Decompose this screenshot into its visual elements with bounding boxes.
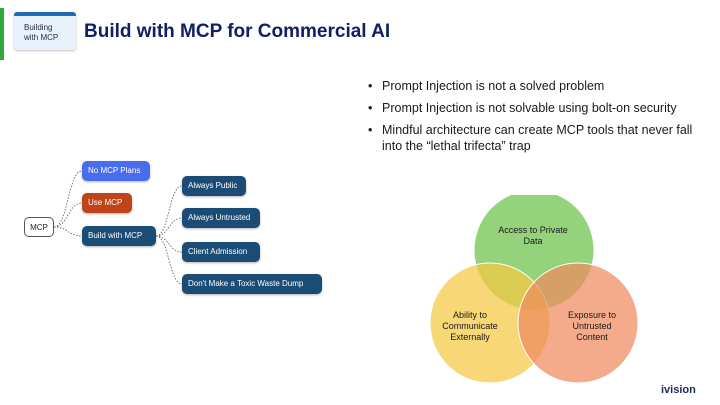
badge-text: Building with MCP (24, 23, 70, 42)
venn-right-line-2: Untrusted (572, 321, 612, 331)
accent-bar (0, 8, 4, 60)
venn-top-line-2: Data (523, 236, 543, 246)
node-build-with-mcp: Build with MCP (82, 226, 156, 246)
bullet-list: Prompt Injection is not a solved problem… (366, 78, 696, 160)
connector-build-client-admission (155, 235, 183, 253)
slide-title: Build with MCP for Commercial AI (84, 21, 391, 42)
venn-label-communicate: Ability to Communicate Externally (430, 310, 510, 343)
node-toxic-waste-dump: Don't Make a Toxic Waste Dump (182, 274, 322, 294)
building-with-mcp-badge: Building with MCP (14, 12, 76, 50)
node-no-mcp-plans: No MCP Plans (82, 161, 150, 181)
bullet-item: Mindful architecture can create MCP tool… (366, 122, 696, 154)
bullet-item: Prompt Injection is not a solved problem (366, 78, 696, 94)
connector-build-toxic-waste (155, 235, 183, 285)
venn-circle-untrusted-content (517, 262, 639, 384)
badge-line-1: Building (24, 23, 53, 32)
connector-root-no-mcp-plans (53, 170, 83, 228)
bullet-item: Prompt Injection is not solvable using b… (366, 100, 696, 116)
lethal-trifecta-venn (429, 195, 639, 384)
ivision-logo: ivision (661, 384, 696, 396)
venn-label-private-data: Access to Private Data (478, 225, 588, 247)
connector-root-use-mcp (53, 202, 83, 228)
venn-right-line-3: Content (576, 332, 608, 342)
venn-right-line-1: Exposure to (567, 310, 617, 320)
node-always-public: Always Public (182, 176, 246, 196)
connector-build-always-untrusted (155, 217, 183, 237)
venn-left-line-3: Externally (450, 332, 490, 342)
node-use-mcp: Use MCP (82, 193, 132, 213)
connector-root-build-with-mcp (53, 226, 83, 237)
connector-build-always-public (155, 185, 183, 237)
venn-left-line-1: Ability to (452, 310, 487, 320)
venn-top-line-1: Access to Private (498, 225, 568, 235)
tree-root-mcp: MCP (24, 217, 54, 237)
venn-left-line-2: Communicate (442, 321, 498, 331)
venn-label-untrusted-content: Exposure to Untrusted Content (552, 310, 632, 343)
node-always-untrusted: Always Untrusted (182, 208, 260, 228)
badge-line-2: with MCP (24, 32, 59, 42)
node-client-admission: Client Admission (182, 242, 260, 262)
